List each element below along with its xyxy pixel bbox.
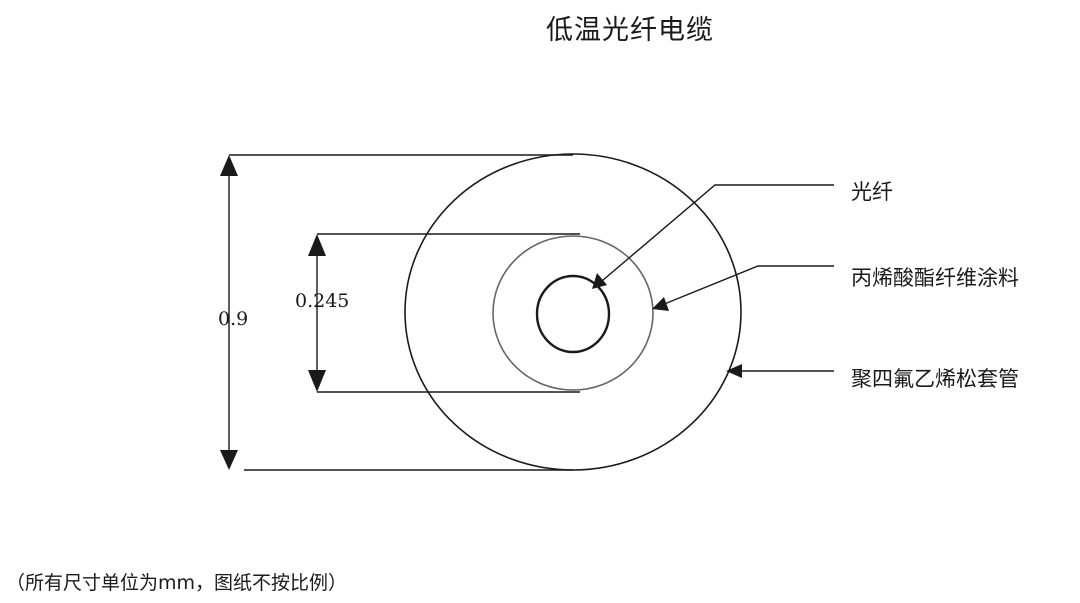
tube-label: 聚四氟乙烯松套管 (851, 367, 1019, 391)
fiber-label: 光纤 (851, 180, 893, 204)
inner-dimension-arrow-top (308, 234, 326, 256)
coating-leader-line (656, 265, 834, 308)
optical-fiber-core (535, 274, 611, 354)
outer-dimension-arrow-bottom (220, 450, 238, 470)
scale-note: （所有尺寸单位为mm，图纸不按比例） (6, 572, 348, 594)
inner-diameter-label: 0.245 (295, 290, 350, 312)
inner-dimension-arrow-bottom (308, 370, 326, 392)
coating-label: 丙烯酸酯纤维涂料 (851, 266, 1019, 290)
fiber-leader-line (595, 184, 834, 287)
outer-diameter-label: 0.9 (218, 308, 249, 330)
coating-leader-arrow (652, 297, 669, 311)
ptfe-loose-tube (404, 153, 742, 471)
acrylate-coating-ring (492, 235, 654, 391)
tube-leader-arrow (726, 364, 742, 378)
diagram-title: 低温光纤电缆 (546, 15, 714, 46)
outer-dimension-arrow-top (220, 155, 238, 176)
fiber-leader-arrow (592, 273, 607, 289)
